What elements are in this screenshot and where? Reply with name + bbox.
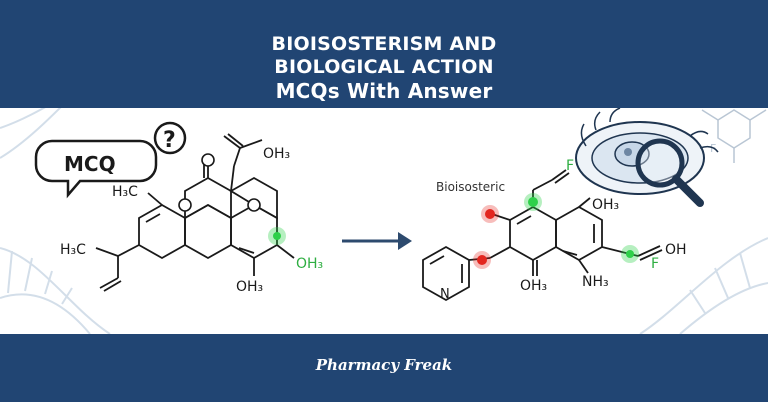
right-bottom-oh-label: OH₃ (520, 278, 547, 294)
title-line-1: BIOISOSTERISM AND (271, 33, 497, 55)
speech-bubble-label: MCQ (64, 152, 116, 176)
question-mark-glyph: ? (163, 128, 176, 153)
question-mark-icon (153, 121, 187, 155)
dna-helix-icon (0, 87, 111, 335)
title-line-3: MCQs With Answer (275, 79, 493, 103)
green-highlight-dot (273, 232, 281, 240)
green-highlight-dot (528, 197, 538, 207)
left-green-oh-label: OH₃ (296, 256, 323, 272)
right-top-oh-label: OH₃ (592, 197, 619, 213)
arrow-right-icon (342, 232, 412, 250)
speech-bubble-icon (34, 139, 158, 199)
illustration-svg: F MCQ ? (0, 87, 768, 335)
illustration-area: F MCQ ? (0, 87, 768, 335)
dna-helix-icon (639, 237, 768, 335)
footer-band: Pharmacy Freak (0, 334, 768, 402)
right-top-f-label: F (566, 158, 574, 174)
magnifier-icon (635, 138, 704, 207)
right-f-label: F (651, 256, 659, 272)
left-side-chain-label: H₃C (60, 242, 86, 258)
title-line-2: BIOLOGICAL ACTION (274, 56, 494, 78)
right-oh-label: OH (665, 242, 687, 258)
ring-oxygen-marker (178, 198, 192, 212)
left-bottom-oh-label: OH₃ (236, 279, 263, 295)
brand-logo-text[interactable]: Pharmacy Freak (315, 356, 453, 374)
ring-oxygen-marker (247, 198, 261, 212)
right-bottom-nh-label: NH₃ (582, 274, 609, 290)
red-highlight-dot (477, 255, 487, 265)
red-highlight-dot (485, 209, 495, 219)
bioisosteric-caption: Bioisosteric (436, 180, 505, 194)
green-highlight-dot (626, 250, 634, 258)
header-band: BIOISOSTERISM AND BIOLOGICAL ACTION MCQs… (0, 0, 768, 108)
left-stereo-methyl-label: H₃C (112, 184, 138, 200)
pyridine-n-label: N (440, 287, 450, 302)
decor-molecule (701, 109, 767, 163)
left-top-methyl-label: OH₃ (263, 146, 290, 162)
carbonyl-oxygen-marker (201, 153, 215, 167)
